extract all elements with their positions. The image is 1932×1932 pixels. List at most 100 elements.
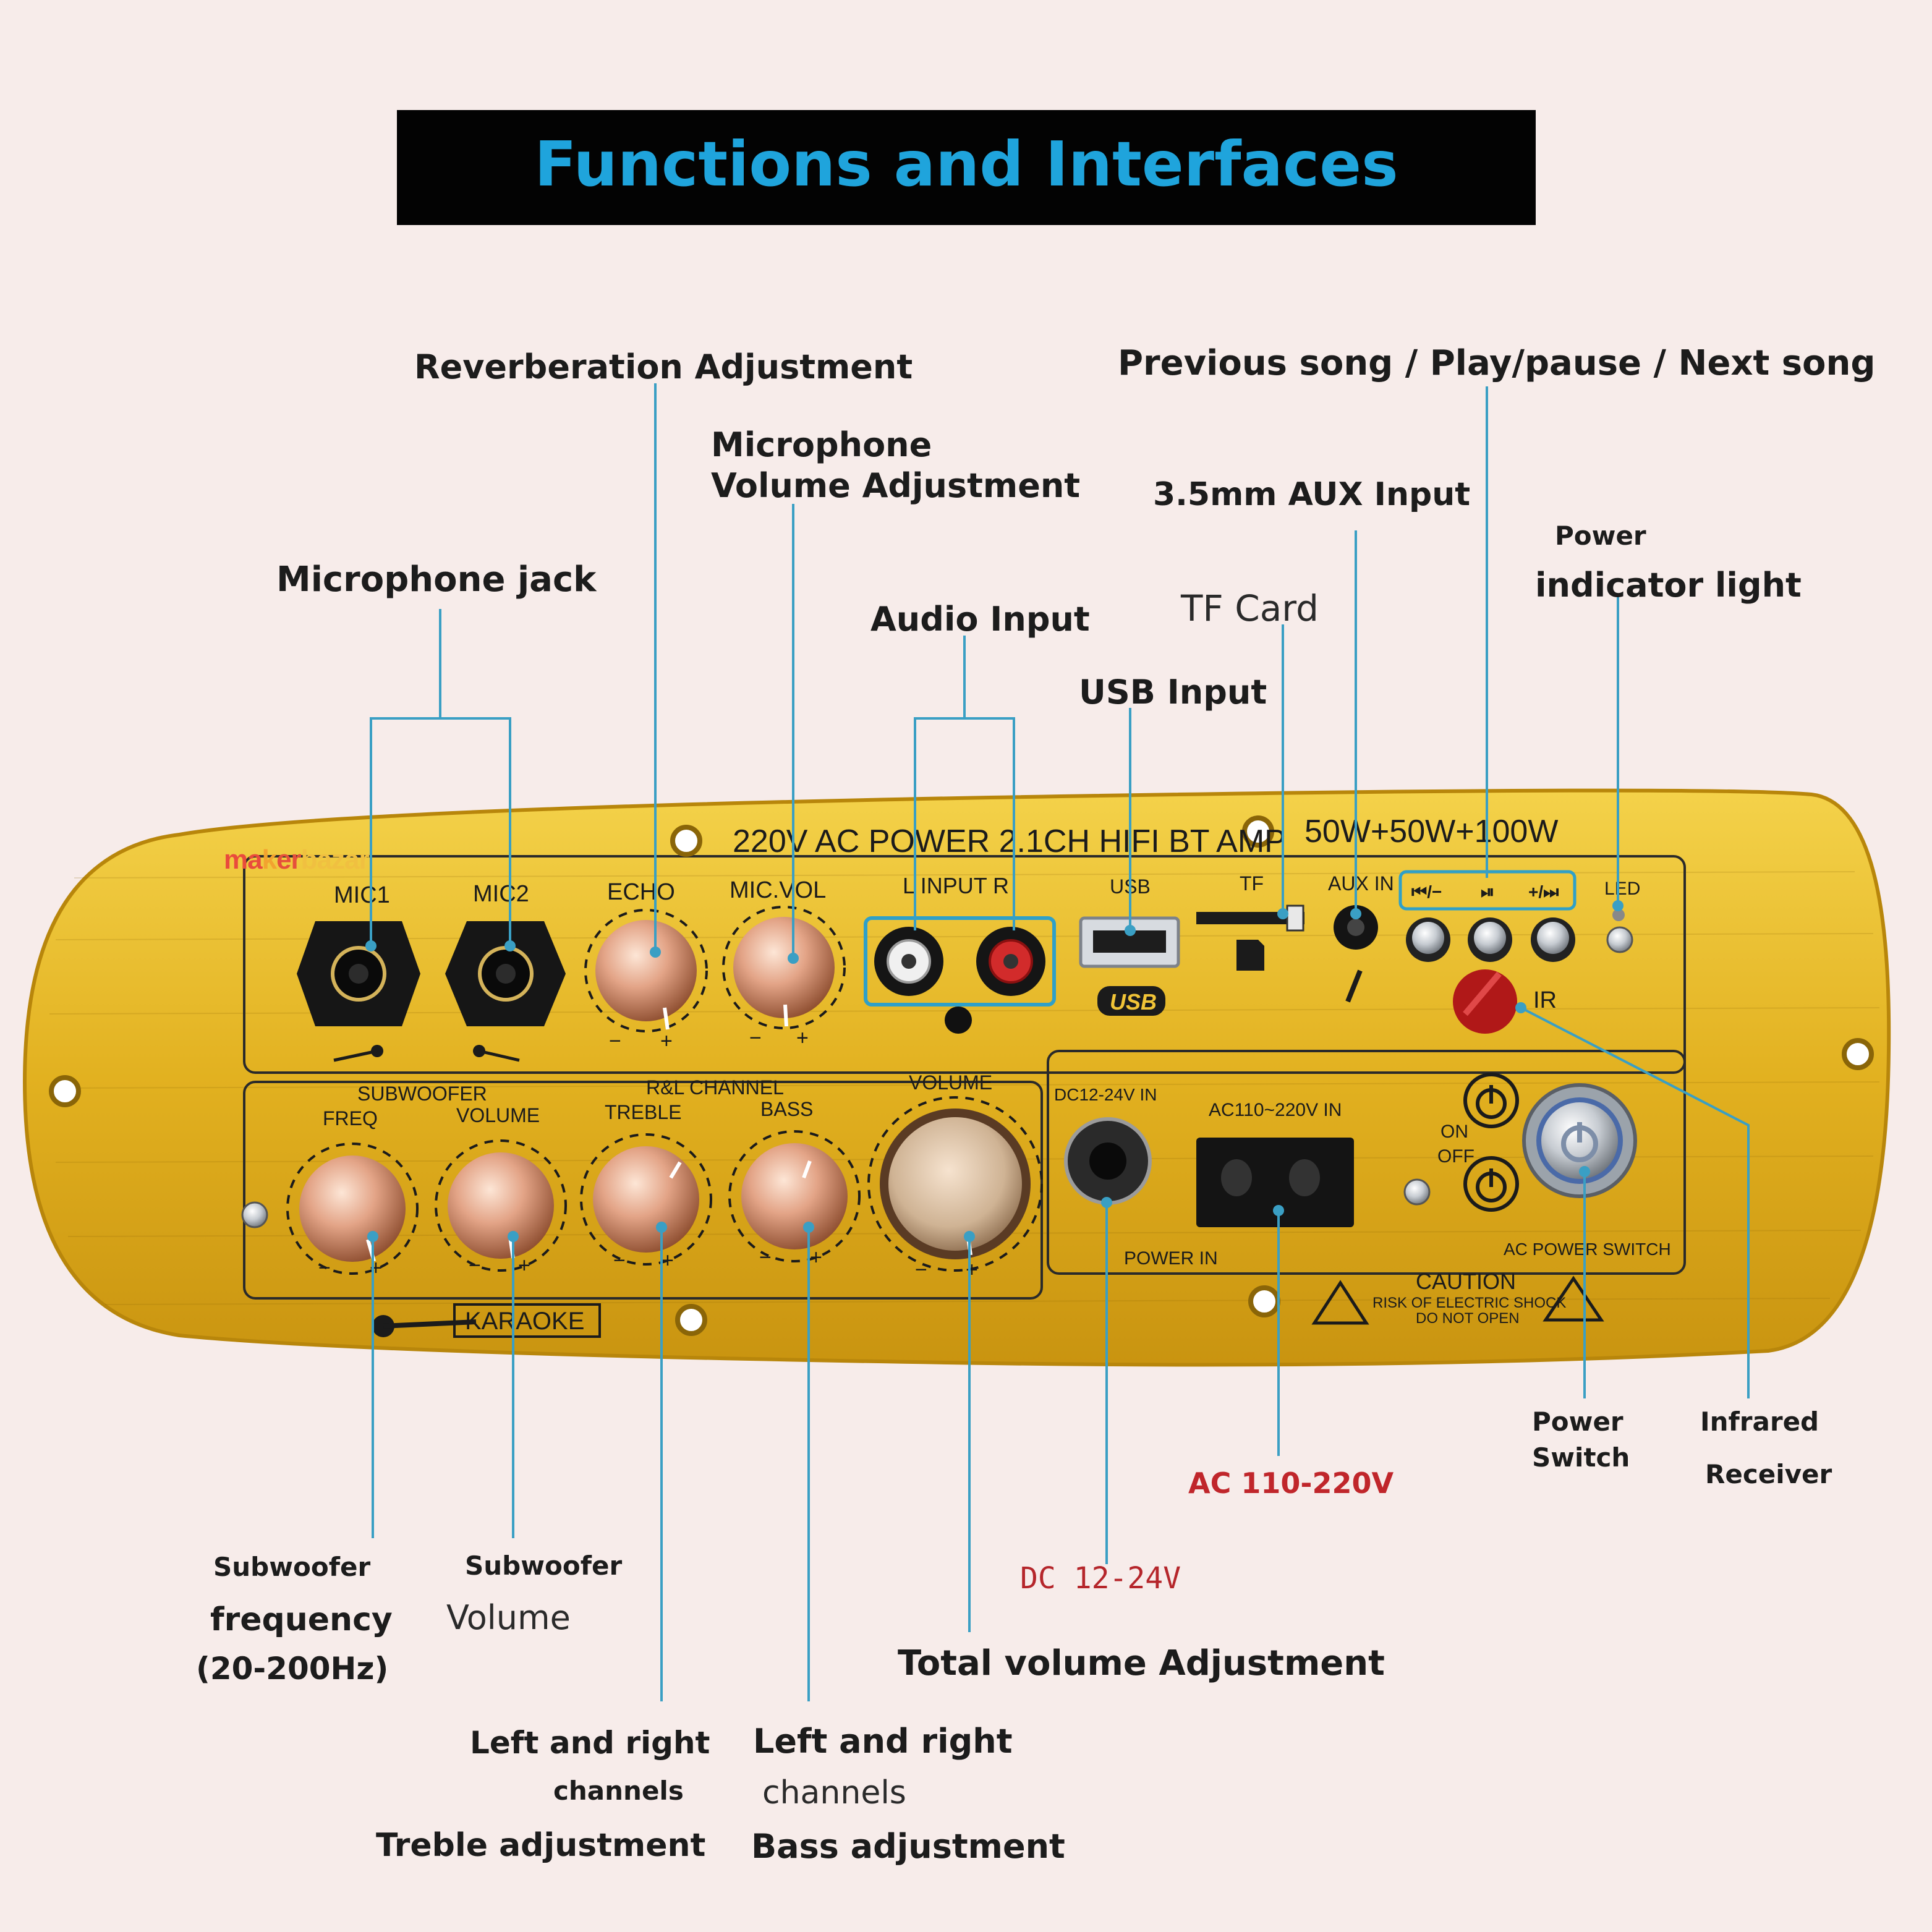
ac-in-label: AC110~220V IN xyxy=(1209,1100,1342,1120)
freq-label: FREQ xyxy=(323,1107,378,1130)
label-bass-2: channels xyxy=(762,1774,906,1811)
panel-screws xyxy=(241,1178,1431,1228)
mic2-label: MIC2 xyxy=(473,881,529,907)
label-prev-play-next: Previous song / Play/pause / Next song xyxy=(1118,343,1876,383)
prev-button-label: ⏮/− xyxy=(1411,882,1442,901)
label-bass-3: Bass adjustment xyxy=(751,1827,1065,1866)
mic1-label: MIC1 xyxy=(334,882,390,908)
play-pause-button[interactable] xyxy=(1468,917,1512,962)
label-power-switch-1: Power xyxy=(1532,1406,1623,1437)
label-infrared-1: Infrared xyxy=(1700,1406,1819,1437)
sub-volume-label: VOLUME xyxy=(456,1104,540,1126)
label-microphone-jack: Microphone jack xyxy=(276,560,597,600)
rca-input-frame xyxy=(864,916,1056,1006)
caution-block: CAUTION RISK OF ELECTRIC SHOCK DO NOT OP… xyxy=(1311,1269,1604,1327)
svg-text:+: + xyxy=(660,1029,673,1053)
infrared-receiver xyxy=(1453,969,1517,1034)
power-on-icon xyxy=(1463,1073,1519,1128)
prev-song-button[interactable] xyxy=(1406,917,1450,962)
svg-text:−: − xyxy=(749,1026,762,1050)
mic1-jack[interactable] xyxy=(297,921,420,1026)
svg-text:+: + xyxy=(966,1258,978,1282)
aux-jack[interactable] xyxy=(1334,905,1378,950)
label-dc-voltage: DC 12-24V xyxy=(1020,1561,1181,1596)
off-label: OFF xyxy=(1437,1146,1475,1167)
aux-plug-icon xyxy=(1345,969,1363,1003)
label-total-volume: Total volume Adjustment xyxy=(898,1643,1385,1683)
ir-label: IR xyxy=(1533,987,1557,1013)
label-sub-volume-1: Subwoofer xyxy=(465,1551,623,1581)
label-treble-3: Treble adjustment xyxy=(376,1827,706,1864)
svg-text:USB: USB xyxy=(1110,989,1157,1015)
rca-right-input[interactable] xyxy=(976,927,1045,996)
svg-text:RISK OF ELECTRIC SHOCK: RISK OF ELECTRIC SHOCK xyxy=(1372,1295,1566,1311)
panel-header: 220V AC POWER 2.1CH HIFI BT AMP xyxy=(733,823,1286,859)
svg-text:−: − xyxy=(469,1254,481,1277)
echo-knob[interactable] xyxy=(584,909,708,1032)
svg-text:KARAOKE: KARAOKE xyxy=(465,1308,584,1335)
knob-minus-plus-marks: − + − + xyxy=(609,1026,809,1053)
label-audio-input: Audio Input xyxy=(870,600,1090,639)
label-tf-card: TF Card xyxy=(1181,587,1319,629)
label-treble-1: Left and right xyxy=(470,1725,710,1761)
rl-channel-label: R&L CHANNEL xyxy=(646,1076,784,1099)
micvol-knob[interactable] xyxy=(722,906,846,1029)
ir-window-highlight xyxy=(1463,971,1502,1016)
title-banner: Functions and Interfaces xyxy=(397,110,1536,225)
next-song-button[interactable] xyxy=(1531,917,1575,962)
svg-text:+: + xyxy=(796,1026,809,1050)
label-usb-input: USB Input xyxy=(1079,673,1267,712)
sd-card-icon xyxy=(1236,940,1264,971)
svg-text:−: − xyxy=(609,1029,621,1053)
mic2-jack[interactable] xyxy=(445,921,566,1026)
tf-label: TF xyxy=(1240,872,1264,895)
label-mic-volume-1: Microphone xyxy=(711,425,932,464)
label-power-indicator-1: Power xyxy=(1555,521,1646,551)
mounting-holes xyxy=(49,815,1874,1336)
rca-left-input[interactable] xyxy=(874,927,943,996)
dc-power-jack[interactable] xyxy=(1064,1117,1152,1205)
bass-label: BASS xyxy=(760,1098,813,1120)
play-button-label: ⏯ xyxy=(1481,882,1494,901)
next-button-label: +/⏭ xyxy=(1528,882,1559,901)
treble-label: TREBLE xyxy=(605,1101,681,1123)
power-rating: 50W+50W+100W xyxy=(1304,814,1558,849)
svg-text:−: − xyxy=(915,1258,927,1282)
label-sub-freq-2: frequency xyxy=(210,1601,393,1638)
echo-label: ECHO xyxy=(607,879,675,905)
aux-label: AUX IN xyxy=(1328,872,1394,895)
svg-text:−: − xyxy=(759,1246,772,1269)
svg-text:−: − xyxy=(318,1256,331,1280)
label-treble-2: channels xyxy=(553,1776,684,1806)
label-aux-input: 3.5mm AUX Input xyxy=(1153,476,1471,513)
power-indicator-led xyxy=(1606,909,1633,953)
label-power-switch-2: Switch xyxy=(1532,1442,1630,1473)
total-volume-knob[interactable] xyxy=(867,1096,1043,1272)
treble-knob[interactable] xyxy=(580,1133,712,1266)
main-volume-label: VOLUME xyxy=(909,1071,992,1094)
upper-section-frame xyxy=(243,855,1686,1074)
dc-in-label: DC12-24V IN xyxy=(1054,1085,1157,1104)
karaoke-mark: KARAOKE xyxy=(372,1303,601,1338)
bass-knob[interactable] xyxy=(728,1130,861,1262)
ac-power-socket[interactable] xyxy=(1196,1138,1354,1227)
leader-dots xyxy=(365,900,1623,1242)
svg-text:CAUTION: CAUTION xyxy=(1416,1269,1516,1294)
subwoofer-label: SUBWOOFER xyxy=(357,1083,487,1105)
on-label: ON xyxy=(1440,1121,1468,1142)
label-sub-freq-1: Subwoofer xyxy=(213,1552,371,1582)
ac-switch-label: AC POWER SWITCH xyxy=(1504,1240,1671,1259)
label-mic-volume-2: Volume Adjustment xyxy=(711,466,1081,505)
label-ac-voltage: AC 110-220V xyxy=(1188,1466,1394,1500)
svg-text:−: − xyxy=(613,1249,626,1272)
svg-text:+: + xyxy=(662,1249,674,1272)
lower-right-section-frame xyxy=(1047,1050,1686,1275)
mic-icon xyxy=(333,1045,520,1062)
micvol-label: MIC.VOL xyxy=(730,877,826,903)
makerbazar-logo: makerbazar xyxy=(224,845,370,875)
svg-text:+: + xyxy=(370,1256,382,1280)
ac-power-switch[interactable] xyxy=(1522,1083,1637,1198)
rca-ground-screw xyxy=(945,1006,972,1034)
led-label: LED xyxy=(1604,879,1640,899)
